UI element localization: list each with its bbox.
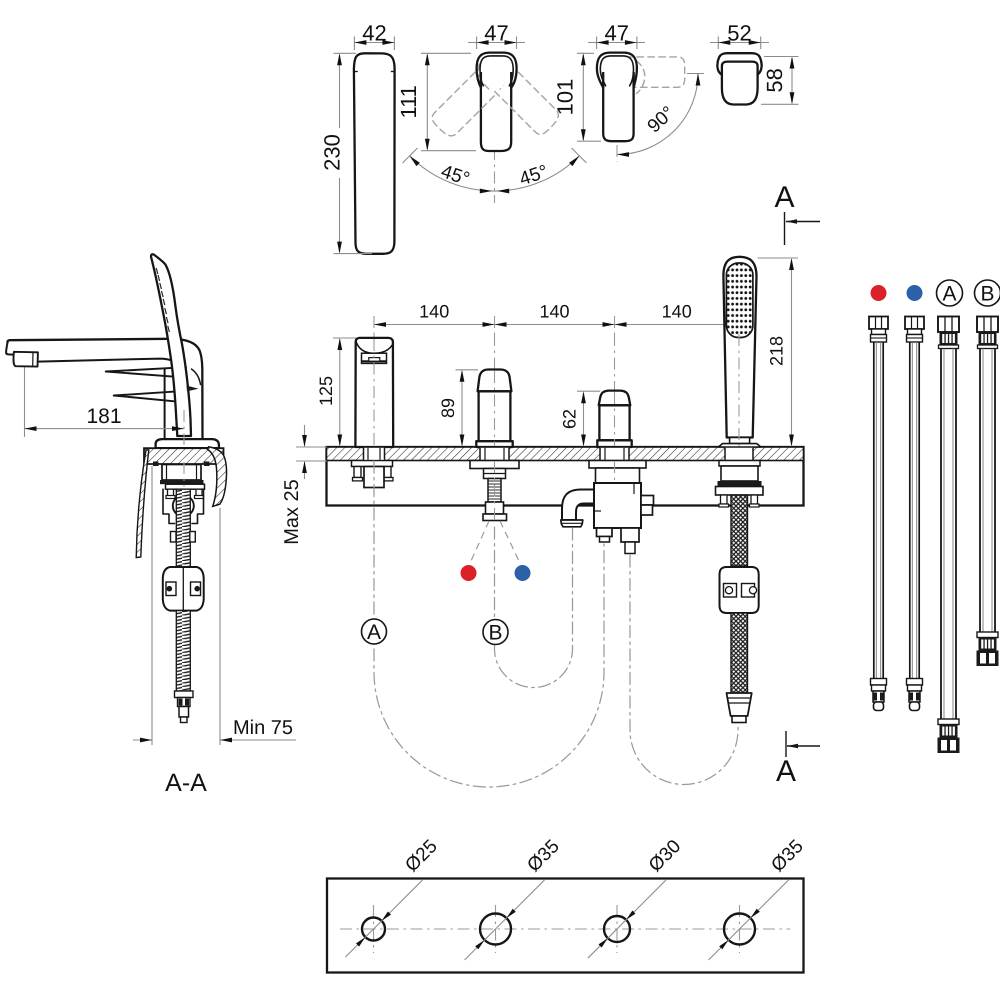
svg-text:111: 111 (396, 85, 421, 118)
svg-text:89: 89 (438, 398, 458, 418)
svg-text:Max 25: Max 25 (281, 479, 303, 545)
svg-text:52: 52 (727, 21, 751, 46)
svg-text:140: 140 (539, 302, 569, 322)
svg-text:140: 140 (419, 302, 449, 322)
svg-text:A-A: A-A (165, 769, 207, 797)
svg-text:42: 42 (362, 21, 386, 46)
svg-text:181: 181 (86, 405, 121, 428)
svg-text:Min 75: Min 75 (233, 717, 293, 739)
svg-text:125: 125 (316, 376, 336, 406)
svg-text:218: 218 (767, 336, 787, 366)
svg-text:B: B (488, 622, 502, 645)
svg-text:62: 62 (560, 409, 580, 429)
svg-text:B: B (980, 283, 994, 306)
svg-text:58: 58 (762, 68, 787, 92)
svg-text:230: 230 (320, 134, 345, 171)
svg-text:A: A (774, 181, 794, 214)
svg-text:140: 140 (662, 302, 692, 322)
svg-text:A: A (942, 283, 956, 306)
svg-text:A: A (776, 755, 796, 788)
svg-text:47: 47 (604, 21, 628, 46)
svg-text:47: 47 (484, 21, 508, 46)
svg-text:101: 101 (553, 79, 578, 116)
svg-text:A: A (367, 621, 381, 644)
